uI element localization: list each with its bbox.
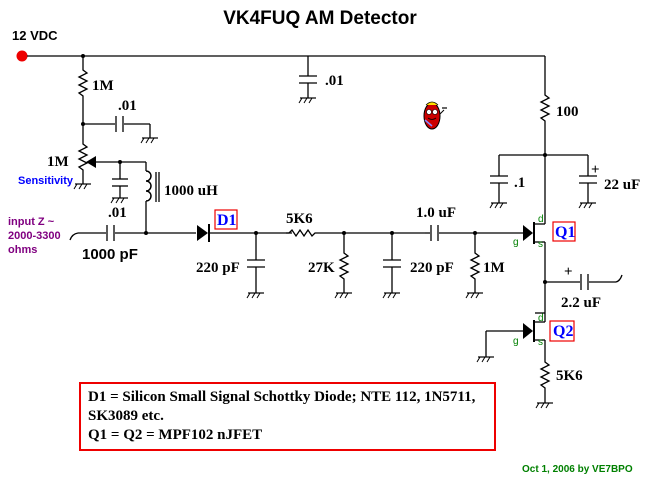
c-input-label: 1000 pF xyxy=(82,246,138,263)
r-drain-label: 100 xyxy=(556,104,579,120)
c-out-label: 2.2 uF xyxy=(561,295,601,311)
resistor-5k6-series xyxy=(286,228,425,238)
c-couple-label: 1.0 uF xyxy=(416,205,456,221)
input-note-2: 2000-3300 xyxy=(8,230,61,242)
d1-label: D1 xyxy=(217,212,237,229)
c-out-plus: + xyxy=(564,264,573,280)
diode-d1 xyxy=(197,224,292,242)
capacitor-supply xyxy=(298,56,317,104)
note-line-1: D1 = Silicon Small Signal Schottky Diode… xyxy=(88,389,476,405)
jfet-q2 xyxy=(476,312,546,363)
capacitor-input xyxy=(78,225,196,241)
note-line-3: Q1 = Q2 = MPF102 nJFET xyxy=(88,427,263,443)
c-elec-label: 22 uF xyxy=(604,177,640,193)
wiper-arrow-icon xyxy=(86,156,96,168)
resistor-100 xyxy=(539,56,551,155)
q2-pin-g: g xyxy=(513,336,519,347)
jfet-q1 xyxy=(523,155,546,313)
pot-label: 1M xyxy=(47,154,69,170)
c-det-label: 220 pF xyxy=(196,260,240,276)
c-elec-plus: + xyxy=(591,162,600,178)
r-gate-label: 1M xyxy=(483,260,505,276)
inductor-1000uh xyxy=(145,162,160,233)
supply-label: 12 VDC xyxy=(12,28,58,43)
input-note-3: ohms xyxy=(8,244,37,256)
q2-label: Q2 xyxy=(553,323,573,340)
q2-pin-s: s xyxy=(538,337,543,348)
c-tank-label: .01 xyxy=(108,205,127,221)
resistor-1m-gate xyxy=(465,233,484,299)
capacitor-2-2uf-out xyxy=(545,274,623,290)
notes-box: D1 = Silicon Small Signal Schottky Diode… xyxy=(79,382,496,451)
supply-terminal[interactable] xyxy=(16,50,28,62)
c-filter-label: 220 pF xyxy=(410,260,454,276)
potentiometer-sensitivity[interactable] xyxy=(73,124,96,190)
page-title: VK4FUQ AM Detector xyxy=(223,8,417,29)
capacitor-bypass xyxy=(489,155,508,209)
q1-pin-g: g xyxy=(513,237,519,248)
q2-pin-d: d xyxy=(538,313,544,324)
capacitor-220pf-filter xyxy=(382,233,401,299)
capacitor-bias xyxy=(83,116,159,144)
c-supply-label: .01 xyxy=(325,73,344,89)
c-bypass-label: .1 xyxy=(514,175,525,191)
mascot-icon xyxy=(423,101,447,130)
r-source-label: 5K6 xyxy=(556,368,583,384)
resistor-27k xyxy=(334,233,353,299)
capacitor-220pf-det xyxy=(246,233,265,299)
r-bias-label: 1M xyxy=(92,78,114,94)
inductor-label: 1000 uH xyxy=(164,183,218,199)
input-note-1: input Z ~ xyxy=(8,216,55,228)
capacitor-tank xyxy=(110,162,129,204)
q1-pin-d: d xyxy=(538,214,544,225)
r-series-label: 5K6 xyxy=(286,211,313,227)
capacitor-1uf-couple xyxy=(425,225,523,241)
r-load-label: 27K xyxy=(308,260,335,276)
note-line-2: SK3089 etc. xyxy=(88,408,164,424)
c-bias-label: .01 xyxy=(118,98,137,114)
capacitor-22uf xyxy=(578,155,597,209)
q1-pin-s: s xyxy=(538,239,543,250)
resistor-1m-bias xyxy=(77,56,89,124)
q1-label: Q1 xyxy=(555,224,575,241)
credit: Oct 1, 2006 by VE7BPO xyxy=(522,464,633,475)
resistor-5k6-source xyxy=(535,358,554,409)
input-terminal[interactable] xyxy=(69,232,79,241)
pot-caption: Sensitivity xyxy=(18,175,74,187)
